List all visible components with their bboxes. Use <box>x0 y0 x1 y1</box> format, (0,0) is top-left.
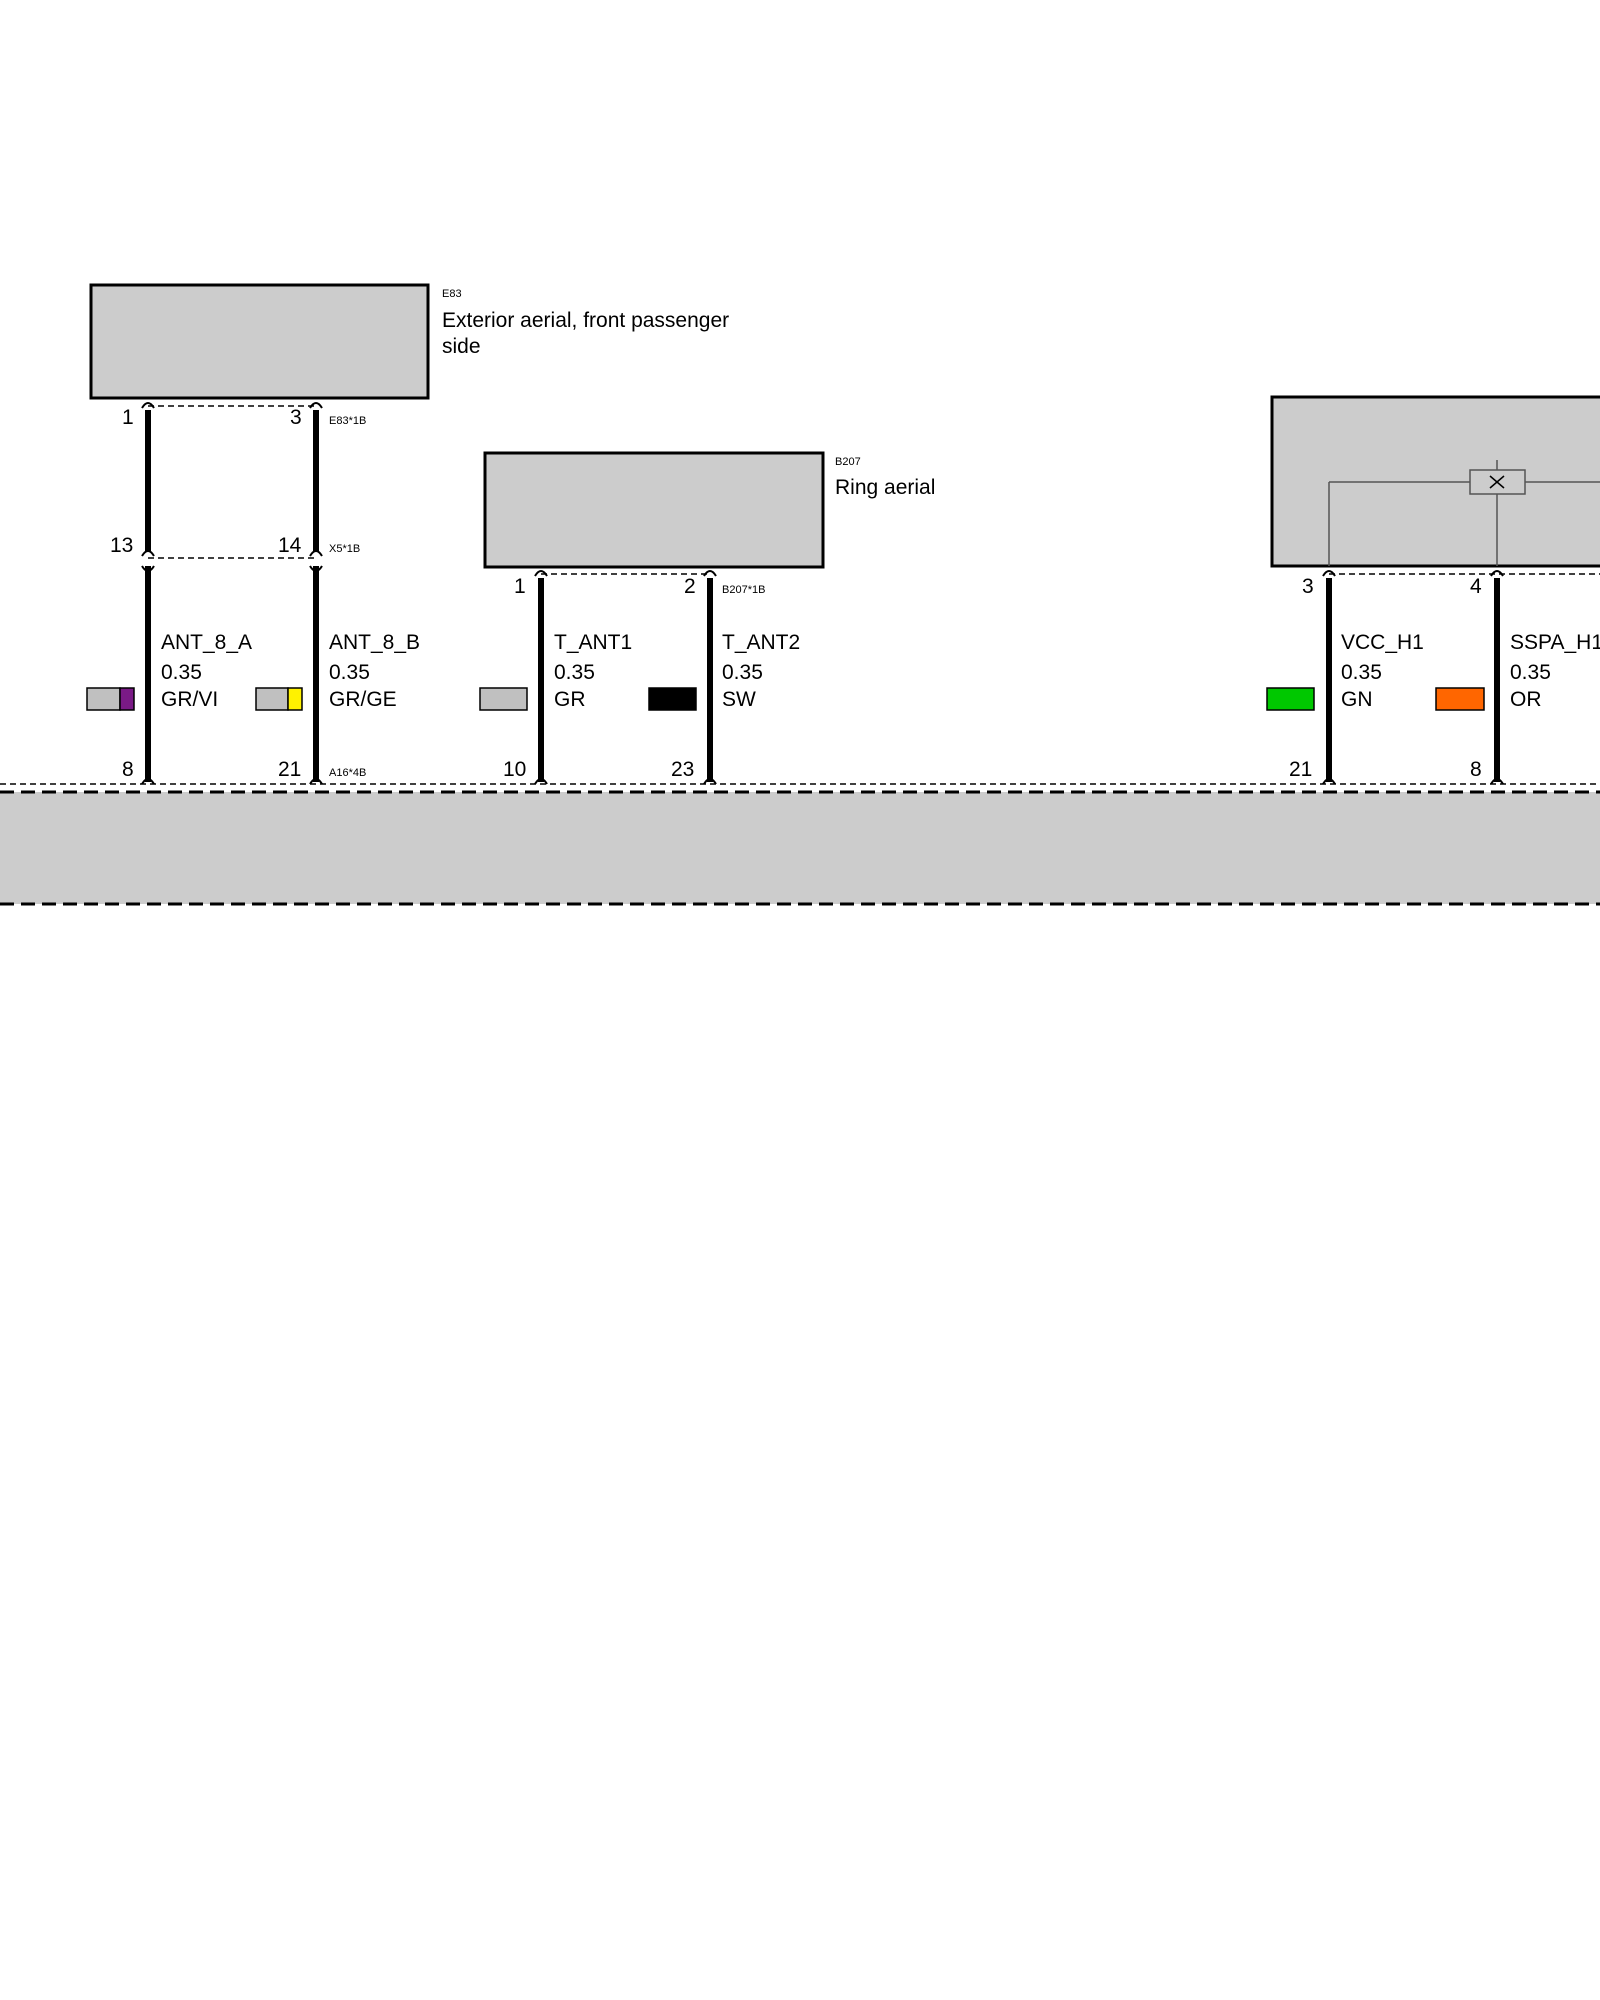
component-name-e83-line1: Exterior aerial, front passenger <box>442 309 729 332</box>
wire-color-code: SW <box>722 688 756 711</box>
component-code-b207: B207 <box>835 456 861 468</box>
wire-t-ant1: 1 10 T_ANT1 0.35 GR <box>479 570 632 785</box>
wire-color-code: GR/GE <box>329 688 397 711</box>
wire-gauge: 0.35 <box>161 661 202 684</box>
control-unit-a16 <box>0 783 1600 906</box>
pin-mid: 13 <box>110 534 133 557</box>
pin-bottom: 10 <box>503 758 526 781</box>
signal-name: ANT_8_A <box>161 631 252 654</box>
component-name-b207: Ring aerial <box>835 476 935 499</box>
connector-label-a16: A16*4B <box>329 767 366 779</box>
wire-gauge: 0.35 <box>722 661 763 684</box>
wire-sspa-h1: 4 8 SSPA_H1 0.35 OR <box>1435 570 1600 785</box>
wire-vcc-h1: 3 21 VCC_H1 0.35 GN <box>1266 570 1424 785</box>
signal-name: ANT_8_B <box>329 631 420 654</box>
pin-mid: 14 <box>278 534 302 557</box>
wire-color-code: GR <box>554 688 586 711</box>
wire-ant-8-a: 1 13 8 ANT_8_A 0.35 GR/VI <box>86 402 252 785</box>
component-e83: E83 Exterior aerial, front passenger sid… <box>89 283 729 400</box>
wire-color-code: OR <box>1510 688 1542 711</box>
wire-gauge: 0.35 <box>1510 661 1551 684</box>
pin-bottom: 8 <box>122 758 134 781</box>
pin-top: 3 <box>290 406 302 429</box>
signal-name: T_ANT1 <box>554 631 632 654</box>
signal-name: VCC_H1 <box>1341 631 1424 654</box>
connector-label-b207: B207*1B <box>722 584 765 596</box>
component-code-e83: E83 <box>442 288 462 300</box>
wire-color-swatch <box>86 687 121 711</box>
pin-top: 3 <box>1302 575 1314 598</box>
connector-label-x5: X5*1B <box>329 543 360 555</box>
signal-name: SSPA_H1 <box>1510 631 1600 654</box>
wire-gauge: 0.35 <box>554 661 595 684</box>
wire-color-swatch <box>255 687 289 711</box>
pin-top: 1 <box>122 406 134 429</box>
wire-color-stripe <box>119 687 135 711</box>
wire-ant-8-b: 3 14 21 ANT_8_B 0.35 GR/GE <box>255 402 420 785</box>
pin-top: 2 <box>684 575 696 598</box>
pin-top: 1 <box>514 575 526 598</box>
wire-color-swatch <box>1266 687 1315 711</box>
wire-color-stripe <box>287 687 303 711</box>
pin-bottom: 23 <box>671 758 694 781</box>
wire-color-swatch <box>1435 687 1485 711</box>
wire-gauge: 0.35 <box>1341 661 1382 684</box>
component-name-e83-line2: side <box>442 335 481 358</box>
wire-color-code: GN <box>1341 688 1373 711</box>
wire-color-code: GR/VI <box>161 688 218 711</box>
wire-t-ant2: 2 23 T_ANT2 0.35 SW <box>648 570 800 785</box>
signal-name: T_ANT2 <box>722 631 800 654</box>
component-b207: B207 Ring aerial <box>483 451 935 569</box>
wire-gauge: 0.35 <box>329 661 370 684</box>
component-right-partial <box>1270 395 1600 568</box>
pin-bottom: 21 <box>1289 758 1312 781</box>
pin-top: 4 <box>1470 575 1482 598</box>
pin-bottom: 21 <box>278 758 301 781</box>
wire-color-swatch <box>479 687 528 711</box>
connector-label-e83: E83*1B <box>329 415 366 427</box>
wire-color-swatch <box>648 687 697 711</box>
pin-bottom: 8 <box>1470 758 1482 781</box>
